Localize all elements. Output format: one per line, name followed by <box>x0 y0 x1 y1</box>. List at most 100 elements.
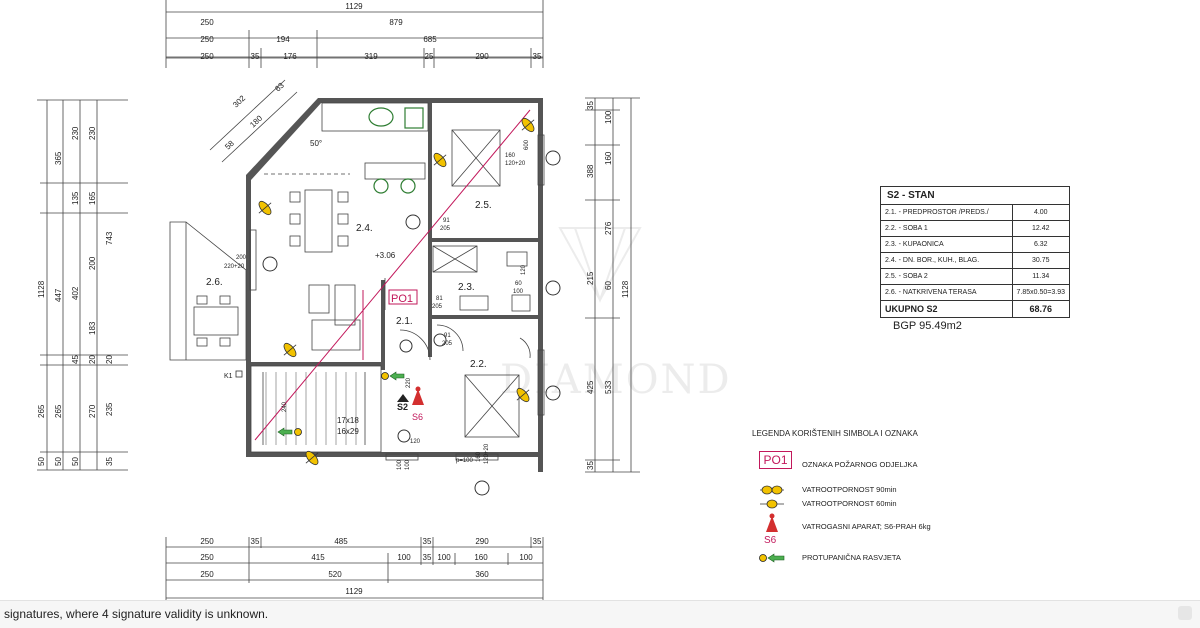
fire-resistance-symbols <box>258 117 535 466</box>
dim-left-o1-b: 265 <box>37 404 46 418</box>
row-value: 7.85x0.50=3.93 <box>1011 284 1071 301</box>
open-10a: p=100 <box>456 458 474 464</box>
stair-label-a: 17x18 <box>337 416 359 425</box>
dim-bot-r1-d: 35 <box>423 537 432 546</box>
open-9b: 100 <box>405 459 411 470</box>
dim-bot-r2-b: 415 <box>311 553 325 562</box>
dim-bot-r3-c: 360 <box>475 570 489 579</box>
dim-bot-r2-c: 100 <box>397 553 411 562</box>
open-4b: 100 <box>513 289 524 295</box>
dim-right-r1-e: 60 <box>604 281 613 290</box>
opening-labels: 200 220+20 160 120+20 91 205 60 100 81 2… <box>224 139 530 470</box>
dim-right-r1-d: 276 <box>604 221 613 235</box>
open-7: 220 <box>406 377 412 388</box>
height-mark: +3.06 <box>375 251 396 260</box>
room-label-2-4: 2.4. <box>356 223 373 234</box>
po1-tag <box>388 289 418 305</box>
dim-bot-r2-a: 250 <box>200 553 214 562</box>
fire-compartment-lines <box>254 109 531 441</box>
s6-label: S6 <box>412 412 423 422</box>
room-label-2-6: 2.6. <box>206 277 223 288</box>
dim-left-o3-g: 50 <box>71 457 80 466</box>
legend-extinguisher: VATROGASNI APARAT; S6-PRAH 6kg <box>802 522 931 531</box>
dim-left-o3-c: 200 <box>88 256 97 270</box>
diagonal-dimension-labels: 302 180 63 58 <box>223 80 286 151</box>
dim-left-o3-d: 183 <box>88 321 97 335</box>
dim-top-total: 1129 <box>345 2 363 11</box>
dim-top-r4-c: 176 <box>283 52 297 61</box>
row-label: 2.1. - PREDPROSTOR /PREDS./ <box>880 204 1013 221</box>
row-value: 6.32 <box>1011 236 1071 253</box>
open-11: 120 <box>521 264 527 275</box>
dim-right-r1-g: 35 <box>586 461 595 470</box>
open-9a: 100 <box>397 459 403 470</box>
dim-diag-a: 302 <box>231 93 247 109</box>
diagonal-dimension <box>209 79 298 163</box>
dim-right-r2-b: 533 <box>604 380 613 394</box>
dim-top-r3-a: 250 <box>200 35 214 44</box>
row-value: 11.34 <box>1011 268 1071 285</box>
row-label: 2.5. - SOBA 2 <box>880 268 1013 285</box>
row-label: 2.4. - DN. BOR., KUH., BLAG. <box>880 252 1013 269</box>
open-12: 240 <box>282 401 288 412</box>
dim-diag-c: 63 <box>273 80 286 93</box>
room-label-2-3: 2.3. <box>458 282 475 293</box>
open-4a: 60 <box>515 281 522 287</box>
angle-label: 50° <box>310 139 322 148</box>
po1-label: PO1 <box>391 293 413 305</box>
total-label: UKUPNO S2 <box>880 300 1013 318</box>
dim-bot-r2-g: 100 <box>519 553 533 562</box>
dim-right-r1-f: 215 <box>586 271 595 285</box>
inner-lines <box>169 102 545 461</box>
circle-markers <box>262 150 561 496</box>
dim-left-o2-b: 135 <box>71 191 80 205</box>
status-bar-corner-button[interactable] <box>1178 606 1192 620</box>
dim-left-o1-a: 50 <box>37 457 46 466</box>
dim-left-o1-d: 1128 <box>37 280 46 298</box>
legend-symbols <box>759 485 785 563</box>
row-value: 30.75 <box>1011 252 1071 269</box>
open-2b: 120+20 <box>505 161 526 167</box>
dim-left-o2-d: 45 <box>71 355 80 364</box>
fire90-icon <box>760 485 784 495</box>
open-3b: 205 <box>440 226 451 232</box>
stair-label-b: 16x29 <box>337 427 359 436</box>
open-10b: 160 <box>476 451 482 462</box>
row-value: 12.42 <box>1011 220 1071 237</box>
dim-top-r3-c: 685 <box>423 35 437 44</box>
table-row: 2.4. - DN. BOR., KUH., BLAG.30.75 <box>880 252 1071 269</box>
dim-left-o4-b: 743 <box>105 231 114 245</box>
open-3a: 91 <box>443 218 450 224</box>
dim-bot-r2-e: 100 <box>437 553 451 562</box>
row-label: 2.3. - KUPAONICA <box>880 236 1013 253</box>
legend-po1-label: OZNAKA POŽARNOG ODJELJKA <box>802 460 918 469</box>
dim-top-r4-a: 250 <box>200 52 214 61</box>
dim-top-r2-b: 879 <box>389 18 403 27</box>
panic-light-icon <box>277 371 405 437</box>
room-label-2-1: 2.1. <box>396 316 413 327</box>
dim-left-o2-f: 50 <box>54 457 63 466</box>
open-1b: 220+20 <box>224 264 245 270</box>
row-label: 2.6. - NATKRIVENA TERASA <box>880 284 1013 301</box>
dim-left-o3-e: 20 <box>88 355 97 364</box>
top-dimension-labels: 1129 250 879 250 194 685 250 35 176 319 … <box>200 2 542 61</box>
legend-extinguisher-icon <box>766 513 778 532</box>
dim-left-o4-e: 35 <box>105 457 114 466</box>
dim-left-o1-c: 447 <box>54 288 63 302</box>
dim-top-r2-a: 250 <box>200 18 214 27</box>
left-dimension-labels: 50 265 447 1128 365 135 402 45 265 50 23… <box>37 126 114 466</box>
k1-marker <box>235 370 243 378</box>
open-13: 600 <box>524 139 530 150</box>
row-value: 4.00 <box>1011 204 1071 221</box>
open-5b: 205 <box>432 304 443 310</box>
dim-top-r4-e: 25 <box>425 52 434 61</box>
dim-top-r4-g: 35 <box>533 52 542 61</box>
signature-status-bar: signatures, where 4 signature validity i… <box>0 600 1200 628</box>
right-dimension-labels: 35 100 160 276 60 215 35 388 533 425 112… <box>586 101 630 470</box>
dim-diag-b: 180 <box>248 113 264 129</box>
dim-right-r1-c: 160 <box>604 151 613 165</box>
kitchen-fixtures <box>368 107 424 194</box>
watermark-text: DIAMOND <box>500 357 732 403</box>
dim-left-o3-f: 270 <box>88 404 97 418</box>
legend-fire90: VATROOTPORNOST 90min <box>802 485 897 494</box>
